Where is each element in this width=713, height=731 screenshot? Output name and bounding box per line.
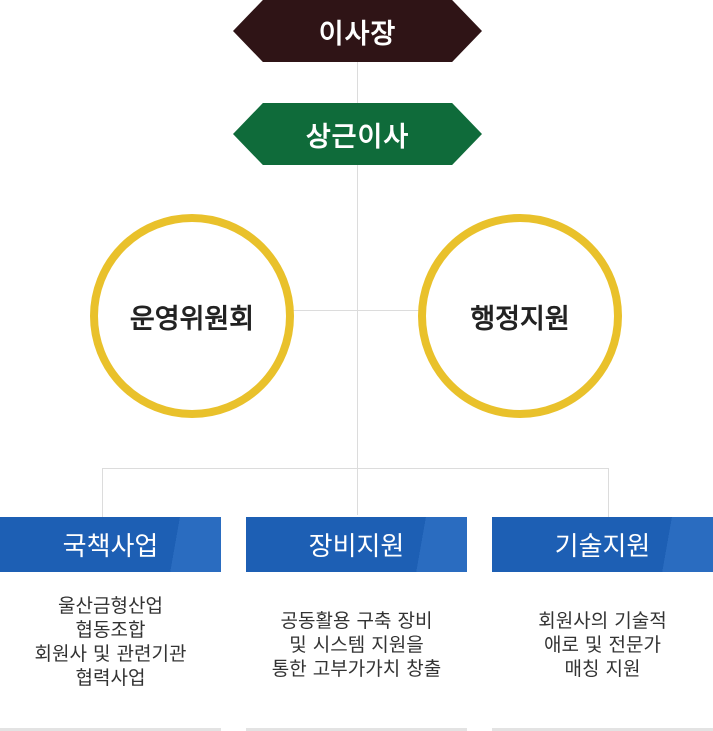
division-equipment-node: 장비지원 — [246, 517, 467, 572]
desc-line: 울산금형산업 — [58, 595, 163, 617]
committee-operations-label: 운영위원회 — [129, 303, 255, 335]
division-national-label: 국책사업 — [62, 532, 159, 562]
connector-division-left — [102, 468, 103, 517]
desc-line: 및 시스템 지원을 — [289, 634, 424, 656]
division-tech-node: 기술지원 — [492, 517, 713, 572]
division-national-underline — [0, 728, 221, 731]
committee-admin-node: 행정지원 — [418, 214, 622, 418]
director-label: 상근이사 — [305, 121, 410, 153]
desc-line: 협력사업 — [75, 667, 146, 689]
division-tech-desc: 회원사의 기술적 애로 및 전문가 매칭 지원 — [492, 609, 713, 681]
division-tech-underline — [492, 728, 713, 731]
desc-line: 회원사 및 관련기관 — [34, 643, 187, 665]
division-national-desc: 울산금형산업 협동조합 회원사 및 관련기관 협력사업 — [0, 594, 221, 690]
committee-operations-node: 운영위원회 — [90, 214, 294, 418]
desc-line: 회원사의 기술적 — [538, 610, 667, 632]
committee-admin-label: 행정지원 — [470, 303, 570, 335]
desc-line: 통한 고부가가치 창출 — [271, 658, 442, 680]
chairman-node: 이사장 — [233, 0, 482, 62]
desc-line: 공동활용 구축 장비 — [280, 610, 433, 632]
desc-line: 협동조합 — [75, 619, 146, 641]
connector-divisions — [102, 468, 609, 469]
connector-main-vertical — [357, 55, 358, 515]
chairman-label: 이사장 — [318, 18, 397, 50]
connector-committees — [290, 310, 420, 311]
director-node: 상근이사 — [233, 103, 482, 165]
division-national-node: 국책사업 — [0, 517, 221, 572]
division-equipment-label: 장비지원 — [308, 532, 405, 562]
desc-line: 매칭 지원 — [564, 658, 641, 680]
connector-division-right — [608, 468, 609, 517]
division-equipment-underline — [246, 728, 467, 731]
division-tech-label: 기술지원 — [554, 532, 651, 562]
division-equipment-desc: 공동활용 구축 장비 및 시스템 지원을 통한 고부가가치 창출 — [246, 609, 467, 681]
desc-line: 애로 및 전문가 — [544, 634, 661, 656]
